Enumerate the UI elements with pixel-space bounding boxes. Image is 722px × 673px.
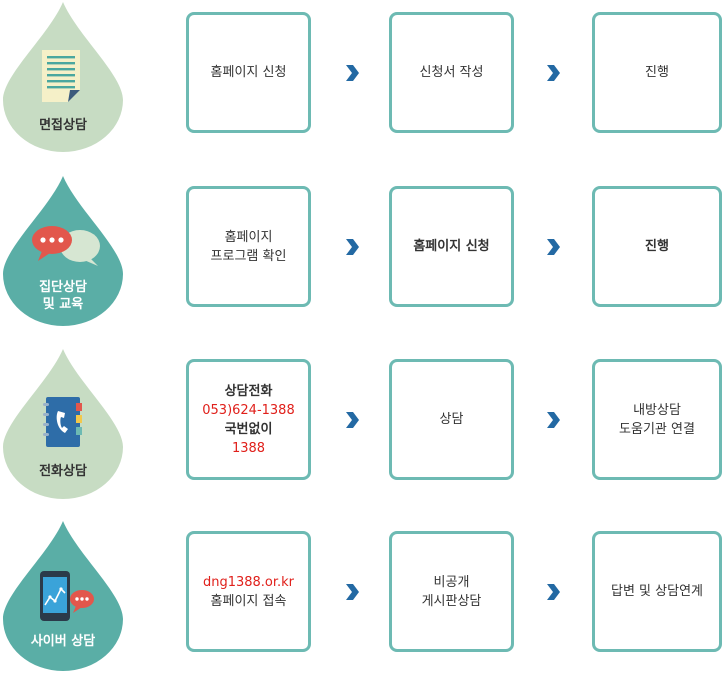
step-box-visit-website: dng1388.or.kr 홈페이지 접속	[186, 531, 311, 652]
chevron-right-icon	[346, 412, 359, 428]
chevron-right-icon	[547, 412, 560, 428]
row-group-counseling: 집단상담 및 교육 홈페이지 프로그램 확인 홈페이지 신청 진행	[0, 174, 722, 326]
category-drop-cyber: 사이버 상담	[2, 519, 124, 671]
chevron-right-icon	[346, 65, 359, 81]
chevron-right-icon	[346, 584, 359, 600]
chevron-right-icon	[547, 65, 560, 81]
step-box-phone-number: 상담전화 053)624-1388 국번없이 1388	[186, 359, 311, 480]
row-interview-counseling: 면접상담 홈페이지 신청 신청서 작성 진행	[0, 0, 722, 152]
step-box-counsel: 상담	[389, 359, 514, 480]
row-cyber-counseling: 사이버 상담 dng1388.or.kr 홈페이지 접속 비공개 게시판상담 답…	[0, 519, 722, 671]
short-phone-number: 1388	[231, 440, 266, 456]
step-box-check-program: 홈페이지 프로그램 확인	[186, 186, 311, 307]
category-label: 사이버 상담	[30, 634, 96, 649]
step-box-proceed: 진행	[592, 12, 722, 133]
phonebook-icon	[43, 397, 82, 447]
category-drop-interview: 면접상담	[2, 0, 124, 152]
category-drop-phone: 전화상담	[2, 347, 124, 499]
step-box-proceed: 진행	[592, 186, 722, 307]
category-label: 전화상담	[39, 464, 87, 479]
document-icon	[42, 50, 80, 102]
speech-bubbles-icon	[32, 226, 100, 266]
category-label: 면접상담	[39, 118, 87, 133]
chevron-right-icon	[346, 239, 359, 255]
step-box-apply-homepage: 홈페이지 신청	[389, 186, 514, 307]
step-box-answer-referral: 답변 및 상담연계	[592, 531, 722, 652]
chevron-right-icon	[547, 584, 560, 600]
category-label: 집단상담 및 교육	[39, 280, 87, 312]
website-link[interactable]: dng1388.or.kr	[202, 574, 295, 590]
step-box-private-board: 비공개 게시판상담	[389, 531, 514, 652]
row-phone-counseling: 전화상담 상담전화 053)624-1388 국번없이 1388 상담 내방상담…	[0, 347, 722, 499]
chevron-right-icon	[547, 239, 560, 255]
step-box-write-application: 신청서 작성	[389, 12, 514, 133]
step-box-apply-homepage: 홈페이지 신청	[186, 12, 311, 133]
smartphone-chat-icon	[40, 571, 94, 621]
category-drop-group: 집단상담 및 교육	[2, 174, 124, 326]
step-box-visit-referral: 내방상담 도움기관 연결	[592, 359, 722, 480]
phone-number: 053)624-1388	[202, 402, 295, 418]
